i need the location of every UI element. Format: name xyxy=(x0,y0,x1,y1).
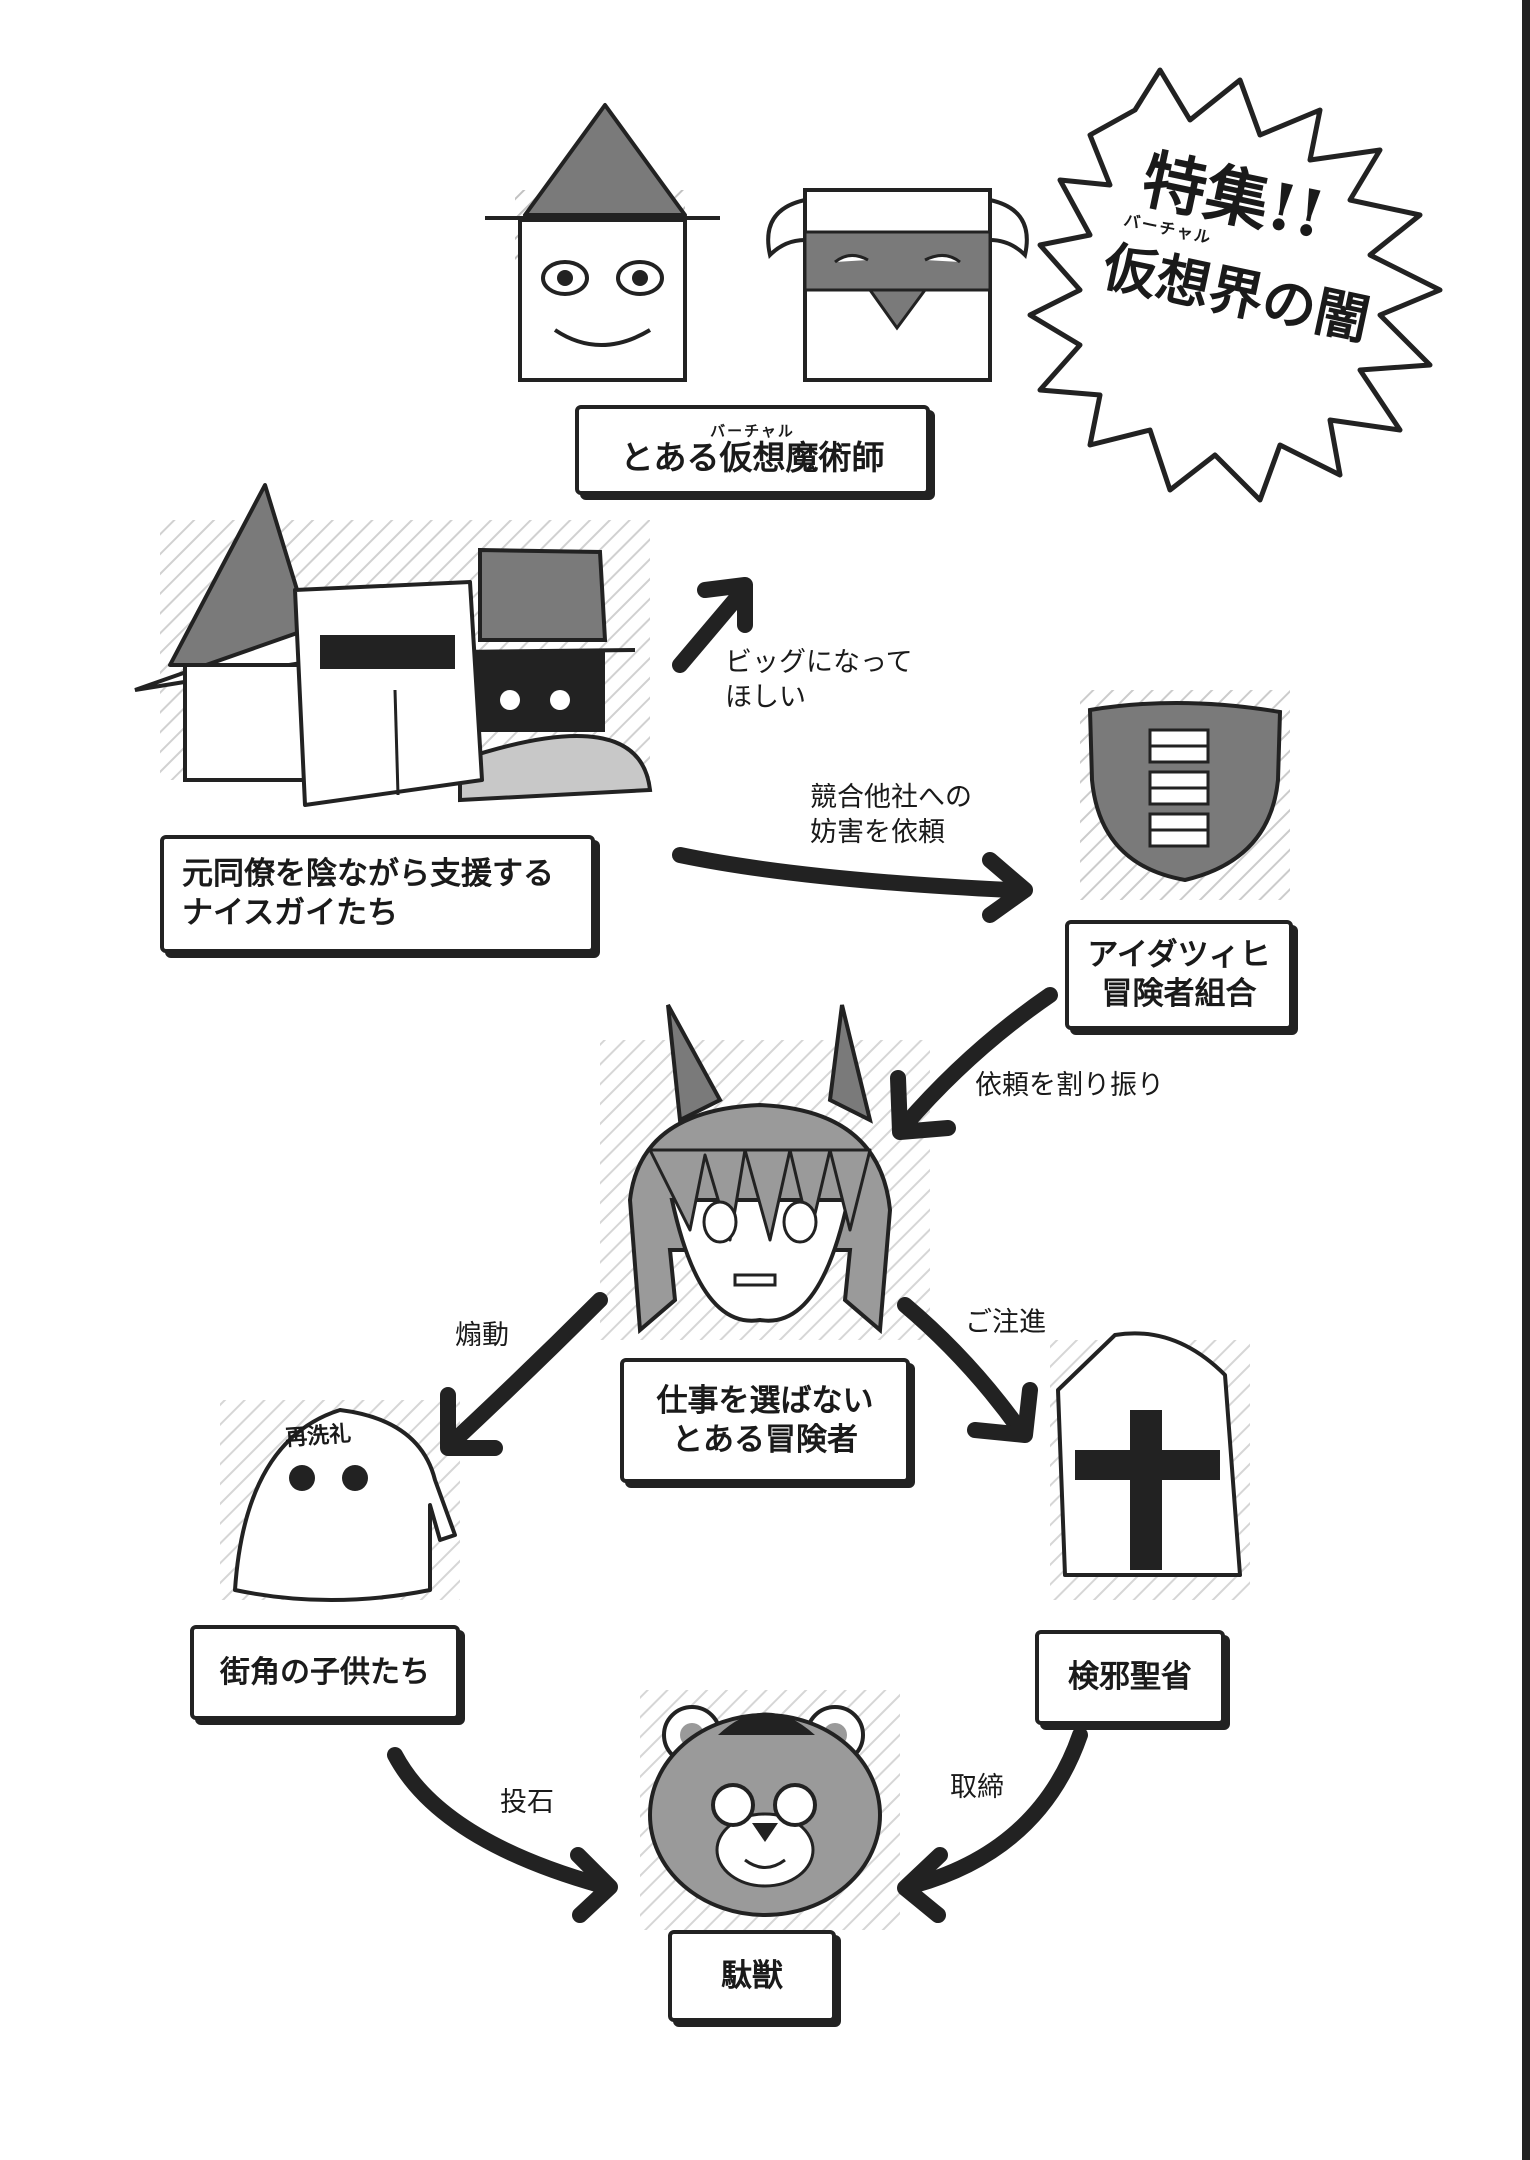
edge-sabotage-line2: 妨害を依頼 xyxy=(810,817,945,849)
arrow-report-head xyxy=(967,1382,1038,1443)
node-niceguys-line1: 元同僚を陰ながら支援する xyxy=(182,856,554,893)
arrow-report xyxy=(897,1297,1028,1438)
ghost-character xyxy=(220,1400,460,1602)
edge-crackdown: 取締 xyxy=(950,1770,1004,1805)
edge-incite: 煽動 xyxy=(455,1318,509,1353)
arrow-sabotage-head xyxy=(982,852,1033,923)
node-niceguys: 元同僚を陰ながら支援する ナイスガイたち xyxy=(160,835,595,953)
edge-crackdown-label: 取締 xyxy=(950,1772,1004,1803)
guild-shield xyxy=(1080,690,1290,900)
arrow-stone xyxy=(387,1747,608,1893)
ghost-head-text: 再洗礼 xyxy=(284,1421,352,1452)
node-children-label: 街角の子供たち xyxy=(220,1654,430,1690)
edge-stone: 投石 xyxy=(500,1785,554,1820)
arrow-want-big xyxy=(672,592,743,673)
arrow-incite xyxy=(447,1292,608,1448)
page-edge-bar xyxy=(1522,0,1530,2160)
edge-report-label: ご注進 xyxy=(965,1307,1046,1338)
node-inquisition: 検邪聖省 xyxy=(1035,1630,1225,1725)
node-adventurer: 仕事を選ばない とある冒険者 xyxy=(620,1358,910,1483)
arrow-want-big-head xyxy=(697,577,753,633)
edge-incite-label: 煽動 xyxy=(455,1320,509,1351)
edge-sabotage: 競合他社への 妨害を依頼 xyxy=(810,780,972,850)
niceguys-characters xyxy=(134,483,653,807)
edge-want-big-line2: ほしい xyxy=(725,682,806,714)
wizard-character xyxy=(485,103,720,382)
title-burst xyxy=(1027,67,1443,503)
edge-sabotage-line1: 競合他社への xyxy=(810,782,972,813)
edge-assign-label: 依頼を割り振り xyxy=(975,1070,1164,1101)
node-inquisition-label: 検邪聖省 xyxy=(1068,1659,1192,1696)
arrows xyxy=(387,577,1088,1923)
arrow-incite-head xyxy=(440,1387,503,1456)
node-guild-line2: 冒険者組合 xyxy=(1101,976,1257,1012)
beast-character xyxy=(640,1690,900,1930)
edge-report: ご注進 xyxy=(965,1305,1046,1340)
arrow-crackdown-head xyxy=(897,1847,948,1923)
arrow-stone-head xyxy=(570,1847,618,1923)
node-magician-ruby: バーチャル xyxy=(710,422,795,440)
edge-want-big-line1: ビッグになって xyxy=(725,647,913,678)
node-guild: アイダツィヒ 冒険者組合 xyxy=(1065,920,1293,1030)
burst-title-line2: 仮想界の闇 xyxy=(1097,233,1376,353)
adventurer-character xyxy=(600,1004,930,1340)
arrow-crackdown xyxy=(907,1727,1088,1893)
node-adventurer-line2: とある冒険者 xyxy=(672,1421,858,1458)
burst-shape xyxy=(1027,67,1443,503)
node-children: 街角の子供たち xyxy=(190,1625,460,1720)
node-guild-line1: アイダツィヒ xyxy=(1087,937,1271,974)
node-niceguys-line2: ナイスガイたち xyxy=(182,895,399,931)
node-magician-label: とある仮想魔術師 xyxy=(620,437,885,477)
node-beast-label: 駄獣 xyxy=(721,1957,783,1994)
arrow-assign xyxy=(897,987,1058,1133)
knight-character xyxy=(766,188,1029,382)
node-adventurer-line1: 仕事を選ばない xyxy=(656,1382,874,1419)
arrow-sabotage xyxy=(672,847,1018,898)
node-beast: 駄獣 xyxy=(668,1930,836,2022)
edge-stone-label: 投石 xyxy=(500,1787,554,1818)
node-magician: バーチャル とある仮想魔術師 xyxy=(575,405,930,495)
edge-want-big: ビッグになって ほしい xyxy=(725,645,913,715)
inquisition-tombstone xyxy=(1050,1331,1250,1600)
edge-assign: 依頼を割り振り xyxy=(975,1068,1164,1103)
arrow-assign-head xyxy=(890,1070,956,1140)
